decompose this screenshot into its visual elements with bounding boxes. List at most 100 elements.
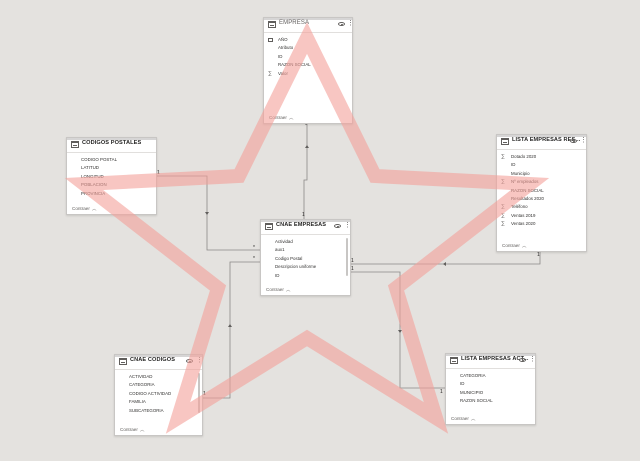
collapse-button[interactable]: Contraer︿ <box>269 115 293 121</box>
collapse-label: Contraer <box>72 206 90 211</box>
table-header[interactable]: LISTA EMPRESAS RES... ⋮ <box>497 135 587 150</box>
cardinality-marker: 1 <box>302 212 305 218</box>
field-row[interactable]: POBLACION <box>67 181 156 189</box>
chevron-up-icon: ︿ <box>470 416 476 421</box>
field-label: POBLACION <box>81 182 107 188</box>
eye-icon[interactable] <box>334 224 341 228</box>
field-row[interactable]: Municipio <box>497 170 586 178</box>
field-row[interactable]: CODIGO ACTIVIDAD <box>115 390 202 398</box>
cardinality-marker: * <box>253 245 255 251</box>
relationship-line-listares-cnae <box>349 250 541 265</box>
field-label: AÑO <box>278 37 288 42</box>
table-card-cnae-codigos[interactable]: CNAE CODIGOS ⋮ ACTIVIDAD CATEGORIA CODIG… <box>114 354 203 436</box>
field-label: ID <box>275 272 280 278</box>
filter-arrow <box>305 145 309 148</box>
table-icon <box>71 141 79 148</box>
collapse-button[interactable]: Contraer︿ <box>266 287 290 293</box>
field-row[interactable]: ID <box>264 53 352 61</box>
field-label: Codigo Postal <box>275 255 303 261</box>
field-label: Valor <box>278 70 288 76</box>
field-row[interactable]: ∑Ventas 2020 <box>497 220 586 228</box>
more-options-icon[interactable]: ⋮ <box>347 20 354 27</box>
field-row[interactable]: ID <box>446 380 535 388</box>
cardinality-marker: 1 <box>157 170 160 176</box>
table-card-codigos-postales[interactable]: CODIGOS POSTALES CODIGO POSTAL LATITUD L… <box>66 137 157 215</box>
field-row[interactable]: LATITUD <box>67 164 156 172</box>
more-options-icon[interactable]: ⋮ <box>344 222 351 229</box>
field-row[interactable]: aux1 <box>261 246 350 254</box>
field-label: ID <box>278 53 283 59</box>
collapse-button[interactable]: Contraer︿ <box>120 427 144 433</box>
field-row[interactable]: CATEGORIA <box>446 372 535 380</box>
field-row[interactable]: Descripcion uniforme <box>261 263 350 271</box>
field-row[interactable]: MUNICIPIO <box>446 389 535 397</box>
field-row[interactable]: RAZON SOCIAL <box>264 61 352 69</box>
field-label: Dotado 2020 <box>511 154 537 159</box>
table-card-cnae-empresas[interactable]: CNAE EMPRESAS ⋮ Actividad aux1 Codigo Po… <box>260 219 351 296</box>
field-row[interactable]: RAZON SOCIAL <box>497 187 586 195</box>
field-row[interactable]: FAMILIA <box>115 398 202 406</box>
eye-icon[interactable] <box>570 139 577 143</box>
field-row[interactable]: ∑Teléfono <box>497 203 586 211</box>
collapse-button[interactable]: Contraer︿ <box>72 206 96 212</box>
more-options-icon[interactable]: ⋮ <box>580 137 587 144</box>
field-row[interactable]: AÑO <box>264 36 352 44</box>
field-row[interactable]: ID <box>261 272 350 280</box>
field-row[interactable]: PROVINCIA <box>67 190 156 198</box>
scrollbar[interactable] <box>346 238 348 276</box>
sigma-icon: ∑ <box>501 154 505 160</box>
table-header[interactable]: CODIGOS POSTALES <box>67 138 156 153</box>
filter-arrow <box>205 212 209 215</box>
field-label: LATITUD <box>81 165 99 171</box>
field-label: Atributo <box>278 45 294 51</box>
table-header[interactable]: LISTA EMPRESAS ACT... ⋮ <box>446 354 536 369</box>
field-list: CODIGO POSTAL LATITUD LONGITUD POBLACION… <box>67 156 156 198</box>
table-icon <box>119 358 127 365</box>
table-header[interactable]: EMPRESA ⋮ <box>264 18 354 33</box>
more-options-icon[interactable]: ⋮ <box>196 357 203 364</box>
cardinality-marker: 1 <box>351 266 354 272</box>
field-row[interactable]: Actividad <box>261 238 350 246</box>
eye-icon[interactable] <box>519 358 526 362</box>
field-list: ∑Dotado 2020 ID Municipio ∑Nº empleados … <box>497 153 586 229</box>
table-title: CNAE EMPRESAS <box>276 222 327 228</box>
table-card-empresa[interactable]: EMPRESA ⋮ AÑO Atributo ID RAZON SOCIAL ∑… <box>263 17 354 124</box>
eye-icon[interactable] <box>186 359 193 363</box>
collapse-button[interactable]: Contraer︿ <box>451 416 475 422</box>
field-row[interactable]: ∑ Dotado 2020 <box>497 153 586 161</box>
cardinality-marker: 1 <box>203 391 206 397</box>
cardinality-marker: 1 <box>351 258 354 264</box>
calendar-icon <box>268 38 273 42</box>
field-label: CATEGORIA <box>129 382 155 388</box>
field-label: MUNICIPIO <box>460 389 484 395</box>
field-label: Descripcion uniforme <box>275 264 317 270</box>
more-options-icon[interactable]: ⋮ <box>529 356 536 363</box>
scrollbar[interactable] <box>198 373 200 413</box>
field-row[interactable]: RAZON SOCIAL <box>446 397 535 405</box>
field-row[interactable]: LONGITUD <box>67 173 156 181</box>
table-header[interactable]: CNAE CODIGOS ⋮ <box>115 355 203 370</box>
field-row[interactable]: Resultados 2020 <box>497 195 586 203</box>
field-row[interactable]: SUBCATEGORIA <box>115 407 202 415</box>
field-list: AÑO Atributo ID RAZON SOCIAL ∑Valor <box>264 36 352 78</box>
chevron-up-icon: ︿ <box>139 427 145 432</box>
table-card-lista-empresas-res[interactable]: LISTA EMPRESAS RES... ⋮ ∑Dotado 2020 ID … <box>496 134 587 252</box>
chevron-up-icon: ︿ <box>285 287 291 292</box>
field-row[interactable]: ∑Ventas 2019 <box>497 212 586 220</box>
field-row[interactable]: Atributo <box>264 44 352 52</box>
field-row[interactable]: CODIGO POSTAL <box>67 156 156 164</box>
field-row[interactable]: ACTIVIDAD <box>115 373 202 381</box>
field-row[interactable]: ∑Nº empleados <box>497 178 586 186</box>
sigma-icon: ∑ <box>501 204 505 211</box>
field-label: LONGITUD <box>81 173 104 179</box>
field-row[interactable]: CATEGORIA <box>115 381 202 389</box>
table-header[interactable]: CNAE EMPRESAS ⋮ <box>261 220 351 235</box>
eye-icon[interactable] <box>338 22 345 26</box>
field-row[interactable]: ∑Valor <box>264 70 352 78</box>
table-card-lista-empresas-act[interactable]: LISTA EMPRESAS ACT... ⋮ CATEGORIA ID MUN… <box>445 353 536 425</box>
field-label: CATEGORIA <box>460 373 486 378</box>
field-row[interactable]: Codigo Postal <box>261 255 350 263</box>
collapse-button[interactable]: Contraer︿ <box>502 243 526 249</box>
field-row[interactable]: ID <box>497 161 586 169</box>
